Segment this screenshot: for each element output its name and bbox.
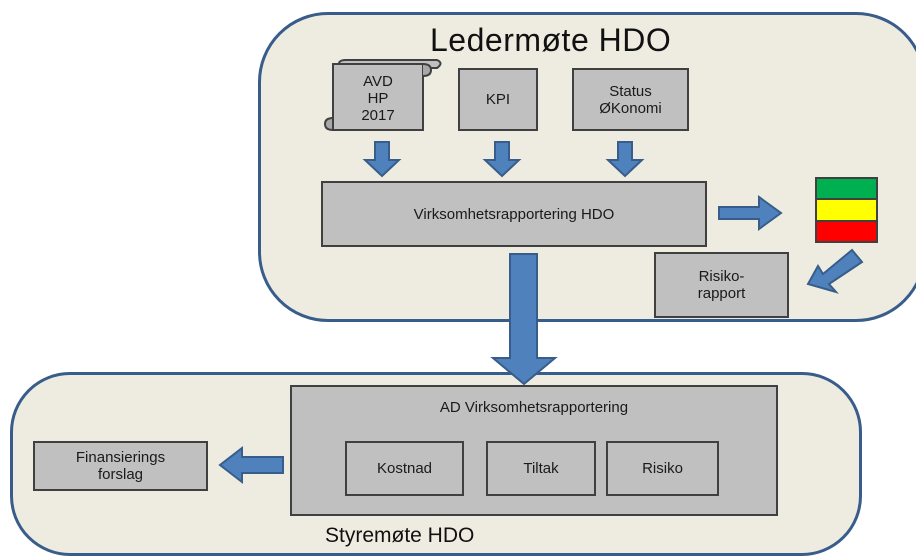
top-panel-title: Ledermøte HDO: [430, 22, 672, 58]
arrow-down-doc: [362, 141, 402, 178]
risiko-box: Risiko: [606, 441, 719, 496]
traffic-light-indicator: [815, 177, 878, 243]
finansierings-forslag-box: Finansierings forslag: [33, 441, 208, 491]
arrow-down-big: [490, 253, 558, 386]
traffic-light-green: [817, 179, 876, 201]
kostnad-box: Kostnad: [345, 441, 464, 496]
arrow-diagonal-risk: [806, 248, 864, 294]
risiko-rapport-box: Risiko- rapport: [654, 252, 789, 318]
traffic-light-yellow: [817, 200, 876, 222]
scroll-document-shape: [323, 59, 442, 132]
tiltak-box: Tiltak: [486, 441, 596, 496]
arrow-left-finance: [218, 445, 284, 485]
kpi-box: KPI: [458, 68, 538, 131]
bottom-panel-title: Styremøte HDO: [325, 524, 475, 547]
traffic-light-red: [817, 221, 876, 241]
ad-virksomhetsrapportering-label: AD Virksomhetsrapportering: [439, 399, 629, 416]
arrow-down-status: [605, 141, 645, 178]
virksomhetsrapportering-hdo-box: Virksomhetsrapportering HDO: [321, 181, 707, 247]
doc-box-avd-hp-2017: AVD HP 2017: [361, 72, 395, 124]
arrow-right-traffic: [718, 195, 783, 231]
status-okonomi-box: Status ØKonomi: [572, 68, 689, 131]
arrow-down-kpi: [482, 141, 522, 178]
